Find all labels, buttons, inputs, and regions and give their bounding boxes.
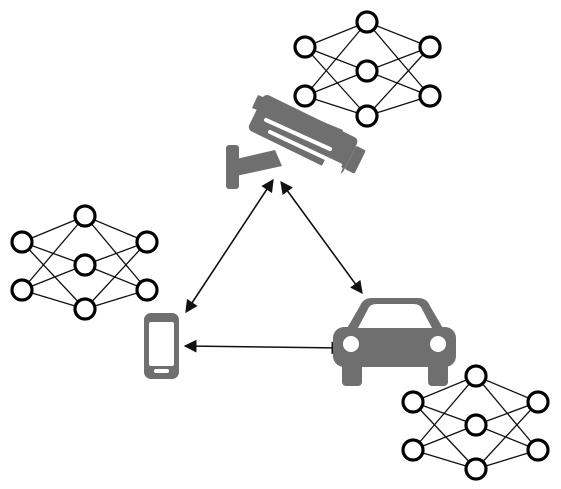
car-icon [333,298,456,386]
nn-node [526,390,550,414]
nn-edge [475,401,539,470]
nn-edge [84,241,148,310]
nn-node [73,204,97,228]
nn-node [293,84,317,108]
nn-edge [304,46,368,117]
nn-node [10,278,34,302]
neural-network-icon [293,10,442,128]
nn-node [464,413,488,437]
nn-edge [21,215,86,291]
nn-node [135,278,159,302]
nn-edge [412,401,477,470]
nn-edge [304,21,368,97]
neural-network-icon [401,364,550,481]
nn-node [73,297,97,321]
nn-node [135,230,159,254]
nn-node [401,390,425,414]
security-camera-icon [226,94,366,189]
nn-node [526,438,550,462]
neural-network-icon [10,204,159,321]
nn-node [401,438,425,462]
nn-edge [21,241,86,310]
nn-node [464,457,488,481]
nn-edge [366,46,431,117]
nn-node [418,35,442,59]
camera-car-link [280,180,363,295]
nn-edge [412,375,477,451]
nn-node [418,84,442,108]
smartphone-icon [144,313,179,379]
nn-node [464,364,488,388]
nn-node [10,230,34,254]
nn-node [293,35,317,59]
nn-node [355,59,379,83]
phone-car-link [183,339,345,355]
nn-node [355,10,379,34]
nn-node [355,104,379,128]
camera-phone-link [185,178,274,314]
nn-node [73,253,97,277]
